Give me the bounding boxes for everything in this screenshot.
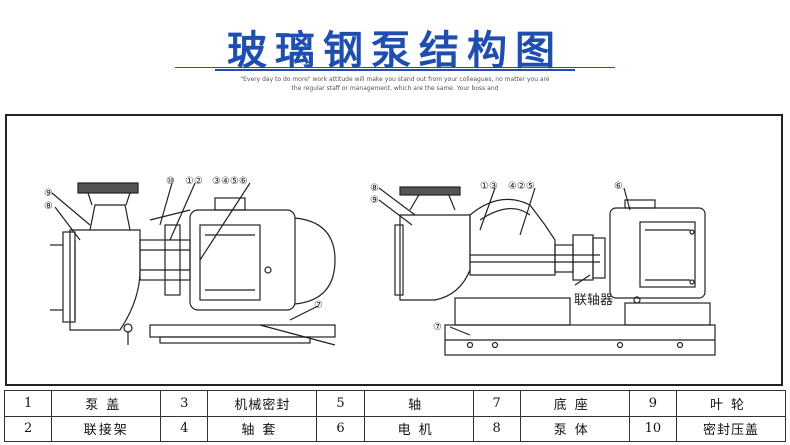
subtitle-line-1: "Every day to do more" work attitude wil… [240,76,550,83]
left-callout-10: ⑩ [166,176,175,187]
legend-number: 1 [3,390,53,417]
left-callout-7: ⑦ [314,300,323,311]
legend-number: 7 [472,390,521,417]
legend-part-name: 电机 [363,415,474,442]
pump-structure-drawing: ⑨ ⑧ ⑩ ①② ③④⑤⑥ ⑦ [44,176,716,356]
parts-legend-table: 1 泵盖 3 机械密封 5 轴 7 底座 9 叶轮 2 联接架 4 轴套 6 电… [3,390,786,442]
legend-number: 3 [160,390,209,417]
right-callout-8: ⑧ [370,183,379,194]
legend-part-name: 底座 [519,390,630,417]
legend-number: 5 [316,390,365,417]
left-callout-8: ⑧ [44,201,53,212]
legend-number: 2 [3,415,53,442]
right-callout-1-3: ①③ [480,181,498,192]
legend-part-name: 联接架 [51,415,162,442]
legend-part-name: 叶轮 [676,390,786,417]
title-underline [175,67,615,71]
legend-part-name: 机械密封 [207,390,318,417]
legend-part-name: 泵体 [519,415,630,442]
left-pump [50,182,336,346]
left-callout-1-2: ①② [185,176,203,187]
legend-part-name: 密封压盖 [676,415,786,442]
diagram-frame [5,114,783,386]
page-title: 玻璃钢泵结构图 [227,28,563,74]
subtitle-line-2: the regular staff or management, which a… [291,85,499,92]
legend-number: 8 [472,415,521,442]
left-callout-3-6: ③④⑤⑥ [212,176,248,187]
legend-part-name: 轴 [363,390,474,417]
right-callout-6: ⑥ [614,181,623,192]
legend-part-name: 泵盖 [51,390,162,417]
right-pump [378,186,716,356]
right-callout-9: ⑨ [370,195,379,206]
legend-row: 2 联接架 4 轴套 6 电机 8 泵体 10 密封压盖 [3,415,786,442]
legend-row: 1 泵盖 3 机械密封 5 轴 7 底座 9 叶轮 [3,390,786,417]
right-callout-7: ⑦ [433,322,442,333]
left-callout-9: ⑨ [44,188,53,199]
legend-number: 6 [316,415,365,442]
right-callout-4-2-5: ④②⑤ [508,181,535,192]
legend-number: 4 [160,415,209,442]
legend-number: 10 [628,415,678,442]
legend-number: 9 [628,390,678,417]
coupling-label: 联轴器 [574,293,613,308]
legend-part-name: 轴套 [207,415,318,442]
